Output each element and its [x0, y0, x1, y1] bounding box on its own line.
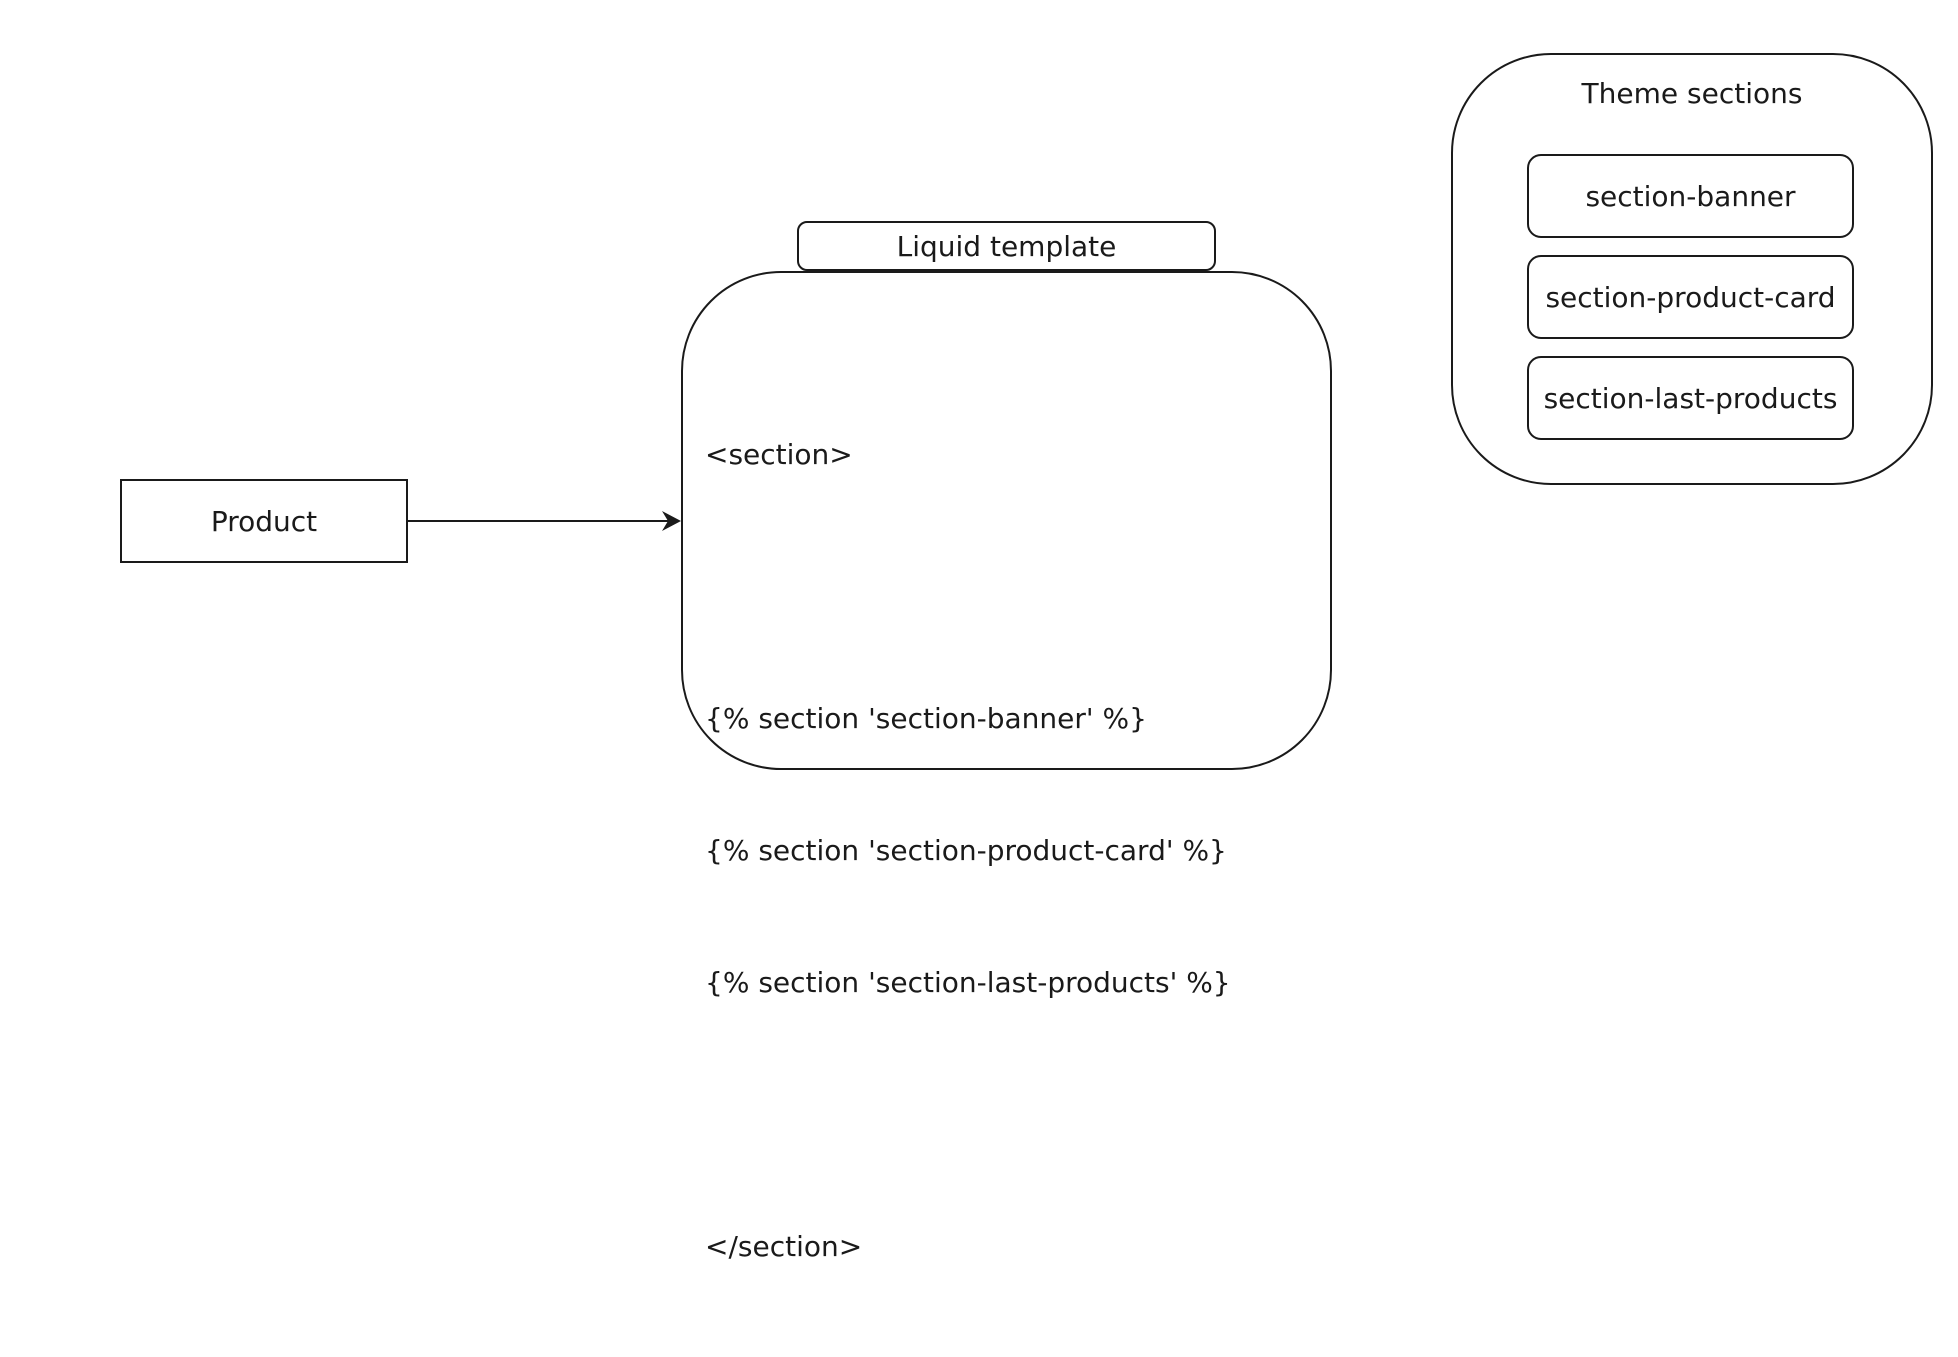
liquid-template-title-text: Liquid template	[896, 229, 1117, 263]
theme-sections-title: Theme sections	[1581, 77, 1803, 110]
section-item-last-products: section-last-products	[1527, 356, 1854, 440]
code-line: {% section 'section-last-products' %}	[705, 966, 1231, 999]
section-item-label: section-banner	[1585, 179, 1796, 213]
code-line: {% section 'section-product-card' %}	[705, 834, 1227, 867]
code-line: {% section 'section-banner' %}	[705, 702, 1147, 735]
product-label: Product	[210, 504, 318, 538]
code-line	[705, 1093, 1231, 1137]
product-node: Product	[120, 479, 408, 563]
code-line: <section>	[705, 438, 853, 471]
section-item-product-card: section-product-card	[1527, 255, 1854, 339]
section-item-label: section-product-card	[1545, 280, 1836, 314]
arrow-head	[662, 511, 681, 531]
code-line: </section>	[705, 1230, 863, 1263]
liquid-template-container: <section> {% section 'section-banner' %}…	[681, 271, 1332, 1263]
section-item-banner: section-banner	[1527, 154, 1854, 238]
liquid-template-title: Liquid template	[797, 221, 1216, 271]
section-item-label: section-last-products	[1543, 381, 1838, 415]
template-code-block: <section> {% section 'section-banner' %}…	[705, 345, 1231, 1357]
code-line	[705, 565, 1231, 609]
